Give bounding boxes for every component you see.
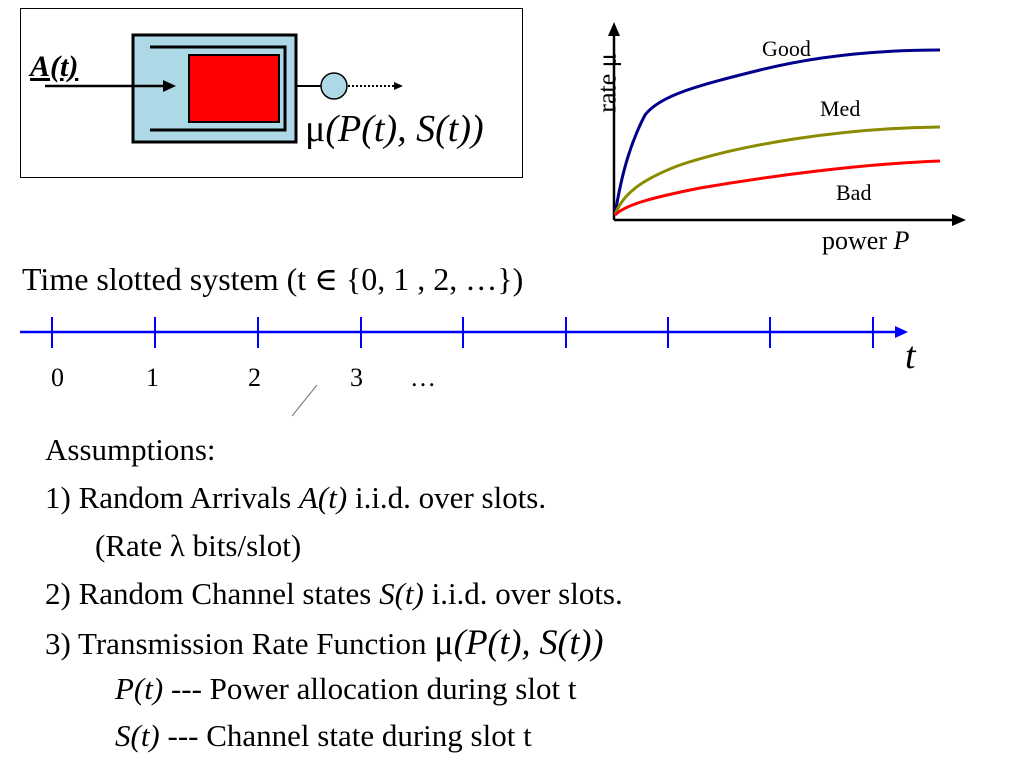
- definition-s-var: S(t): [115, 718, 160, 753]
- assumption-3-args: (P(t), S(t)): [453, 622, 604, 662]
- server-circle: [320, 72, 348, 100]
- curve-bad: [613, 159, 941, 217]
- tick-label-3: 3: [350, 363, 363, 392]
- curve-label-good: Good: [762, 36, 811, 61]
- queue-buffer: [188, 54, 280, 123]
- rate-y-arrowhead: [608, 22, 620, 36]
- power-axis-label: power P: [822, 228, 909, 254]
- definition-p-text: --- Power allocation during slot t: [163, 671, 577, 706]
- definition-s: S(t) --- Channel state during slot t: [115, 720, 532, 751]
- assumption-2: 2) Random Channel states S(t) i.i.d. ove…: [45, 578, 623, 609]
- tick-label-0: 0: [51, 363, 64, 392]
- rate-axis-label: rate μ: [592, 53, 622, 113]
- tick-label-1: 1: [146, 363, 159, 392]
- curve-med: [613, 125, 941, 216]
- timeline-var: t: [905, 335, 916, 377]
- assumption-1: 1) Random Arrivals A(t) i.i.d. over slot…: [45, 482, 546, 513]
- power-x-arrowhead: [952, 214, 966, 226]
- queue-inner-bracket: [150, 45, 287, 132]
- assumption-1-prefix: 1) Random Arrivals: [45, 480, 299, 515]
- assumption-1-suffix: i.i.d. over slots.: [347, 480, 547, 515]
- pointer-line: [291, 384, 318, 417]
- tick-label-ellipsis: …: [410, 363, 436, 392]
- assumption-3: 3) Transmission Rate Function μ(P(t), S(…: [45, 624, 604, 660]
- assumption-2-suffix: i.i.d. over slots.: [423, 576, 623, 611]
- definition-p: P(t) --- Power allocation during slot t: [115, 673, 576, 704]
- assumption-1-sub: (Rate λ bits/slot): [95, 528, 302, 563]
- power-axis-var: P: [893, 226, 910, 255]
- service-rate-label: μ(P(t), S(t)): [305, 110, 484, 148]
- curve-good: [613, 48, 941, 216]
- queue-diagram-frame: [20, 8, 523, 178]
- assumptions-heading: Assumptions:: [45, 432, 216, 467]
- assumption-3-mu: μ: [434, 622, 454, 662]
- timeline-title: Time slotted system (t ∈ {0, 1 , 2, …}): [22, 261, 524, 297]
- timeline-arrowhead: [895, 326, 908, 338]
- curve-label-bad: Bad: [836, 180, 872, 205]
- service-mu-symbol: μ: [305, 108, 326, 150]
- definition-s-text: --- Channel state during slot t: [159, 718, 532, 753]
- curve-label-med: Med: [820, 96, 861, 121]
- service-args: (P(t), S(t)): [325, 108, 484, 150]
- arrival-arrowhead: [163, 80, 176, 92]
- definition-p-var: P(t): [115, 671, 164, 706]
- assumption-3-prefix: 3) Transmission Rate Function: [45, 626, 435, 661]
- departure-arrowhead: [394, 82, 403, 90]
- assumption-1-var: A(t): [299, 480, 348, 515]
- power-axis-text: power: [822, 226, 887, 255]
- arrival-label: A(t): [30, 50, 79, 83]
- tick-label-2: 2: [248, 363, 261, 392]
- timeline-ticks: [51, 317, 874, 348]
- assumption-2-prefix: 2) Random Channel states: [45, 576, 380, 611]
- assumption-2-var: S(t): [379, 576, 424, 611]
